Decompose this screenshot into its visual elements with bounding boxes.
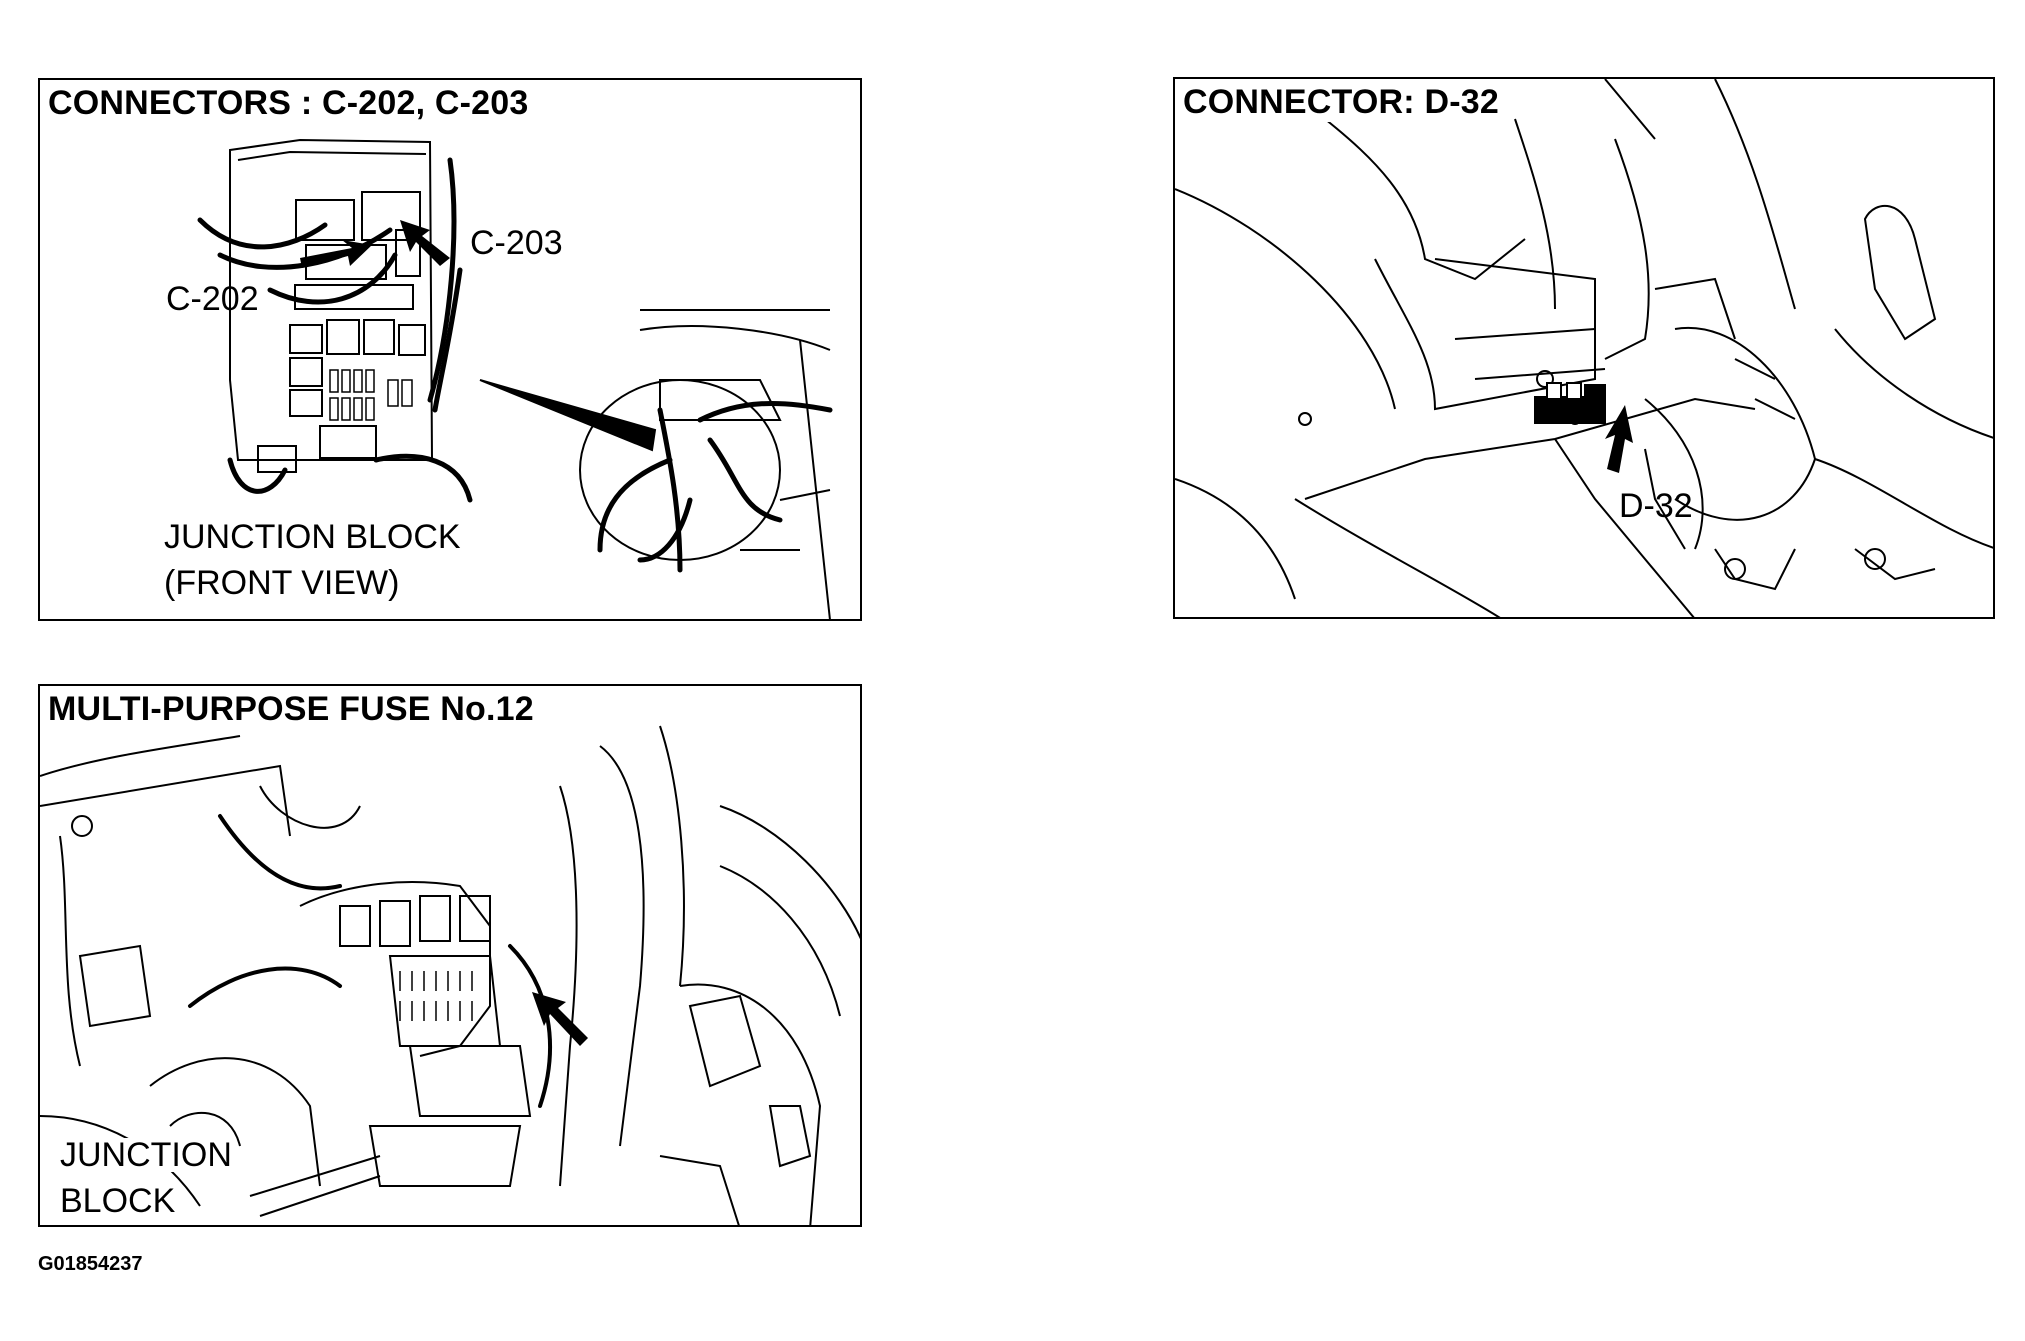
panel-title: CONNECTORS : C-202, C-203	[48, 84, 533, 123]
callout-d32: D-32	[1619, 487, 1693, 525]
figure-id: G01854237	[38, 1253, 143, 1275]
panel-multi-purpose-fuse: MULTI-PURPOSE FUSE No.12	[38, 684, 862, 1227]
panel-title: CONNECTOR: D-32	[1183, 83, 1503, 122]
fuse-block-illustration	[40, 725, 860, 1225]
caption-line-2: (FRONT VIEW)	[164, 564, 400, 602]
caption-line-2: BLOCK	[60, 1182, 176, 1220]
console-illustration	[1175, 79, 1993, 617]
arrow-c202-icon	[300, 240, 372, 268]
callout-c202: C-202	[166, 280, 259, 318]
caption-line-1: JUNCTION	[60, 1136, 232, 1174]
panel-connectors-c202-c203: CONNECTORS : C-202, C-203	[38, 78, 862, 621]
arrow-c203-icon	[400, 220, 450, 266]
callout-c203: C-203	[470, 224, 563, 262]
panel-title: MULTI-PURPOSE FUSE No.12	[48, 690, 538, 729]
panel-connector-d32: CONNECTOR: D-32	[1173, 77, 1995, 619]
caption-line-1: JUNCTION BLOCK	[164, 518, 461, 556]
arrow-d32-icon	[1605, 405, 1633, 473]
arrow-fuse-12-icon	[532, 992, 588, 1046]
junction-block-illustration	[197, 138, 833, 619]
